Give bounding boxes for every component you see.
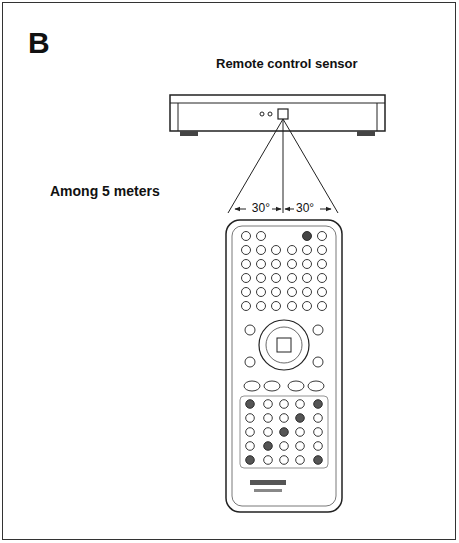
sensor-window <box>278 109 288 119</box>
angle-lines <box>228 119 338 213</box>
frame <box>3 3 456 540</box>
range-label: Among 5 meters <box>50 183 160 199</box>
angle-label: 30° <box>252 201 270 215</box>
angle-label: 30° <box>296 201 314 215</box>
part-label: Remote control sensor <box>216 56 358 71</box>
panel-letter: B <box>28 26 50 60</box>
remote-control <box>226 220 342 512</box>
player-device <box>170 95 385 136</box>
